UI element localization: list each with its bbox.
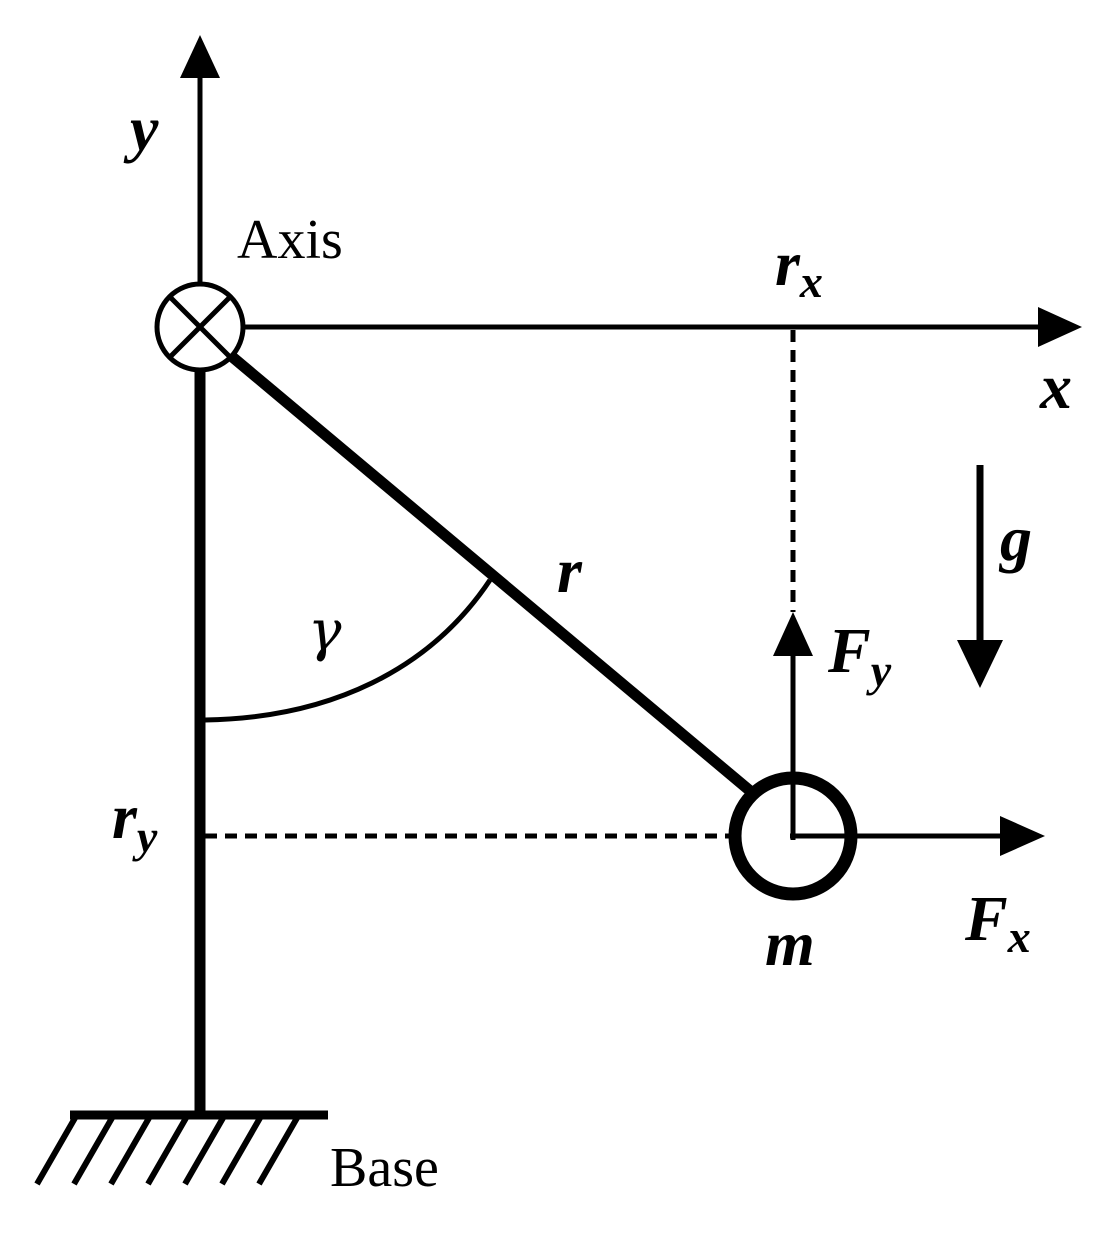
ry-label: ry (112, 781, 158, 862)
fx-label-sub: x (1007, 911, 1031, 962)
x-axis-label: x (1039, 351, 1072, 422)
y-axis-label: y (123, 93, 159, 164)
base-label: Base (330, 1137, 439, 1199)
fy-label-sub: y (866, 645, 892, 696)
rx-label: rx (775, 228, 823, 307)
x-axis-arrowhead (1038, 307, 1082, 347)
r-label: r (557, 535, 583, 606)
pendulum-rod (226, 350, 759, 800)
gamma-label: γ (308, 599, 342, 664)
y-axis-arrowhead (180, 35, 220, 78)
fy-label-main: F (827, 615, 871, 686)
gamma-angle-arc (204, 578, 493, 723)
ry-label-sub: y (132, 811, 158, 862)
gravity-arrowhead (957, 640, 1003, 688)
fx-force-arrowhead (1000, 816, 1045, 856)
hatched-ground-icon (34, 1110, 328, 1186)
fy-label: Fy (827, 615, 892, 696)
circled-x-icon (154, 281, 246, 373)
ry-label-main: r (112, 781, 138, 852)
rx-label-main: r (775, 228, 801, 299)
mass-label: m (765, 908, 815, 979)
fy-force-arrowhead (773, 612, 813, 656)
axis-label: Axis (237, 209, 343, 271)
fx-label-main: F (964, 883, 1008, 954)
rx-label-sub: x (799, 256, 823, 307)
g-label: g (998, 503, 1032, 574)
fx-label: Fx (964, 883, 1031, 962)
